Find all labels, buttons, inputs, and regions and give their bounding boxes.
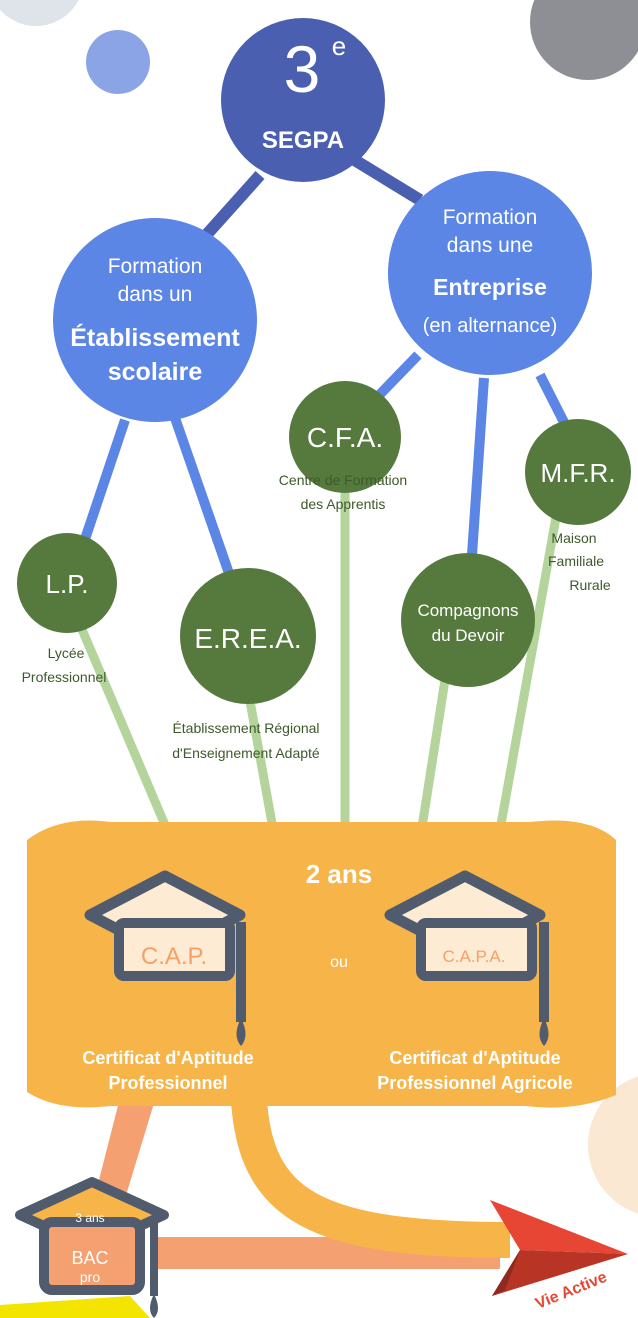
erea-abbr: E.R.E.A.: [194, 623, 301, 654]
capa-desc2: Professionnel Agricole: [377, 1073, 572, 1093]
capa-desc1: Certificat d'Aptitude: [389, 1048, 560, 1068]
lp-desc2: Professionnel: [22, 669, 107, 685]
company-line4: (en alternance): [423, 315, 558, 337]
connector-mfr-band: [495, 494, 565, 831]
connector-erea-band: [243, 689, 280, 841]
cfa-desc1: Centre de Formation: [279, 472, 407, 488]
compagnons-line2: du Devoir: [432, 626, 505, 645]
connector-lp-band: [73, 618, 170, 827]
mfr-desc1: Maison: [551, 530, 596, 546]
decor-circle-gray: [530, 0, 638, 80]
school-line3: Établissement: [70, 323, 240, 352]
mfr-abbr: M.F.R.: [540, 458, 615, 488]
capa-label: C.A.P.A.: [443, 947, 506, 966]
diploma-duration: 2 ans: [306, 859, 373, 889]
mfr-node: [525, 419, 631, 525]
cap-hat-icon: [84, 870, 246, 1046]
bac-line2: pro: [80, 1269, 100, 1285]
cap-label: C.A.P.: [141, 943, 207, 970]
decor-circle-top-left: [0, 0, 79, 26]
lp-desc1: Lycée: [48, 645, 85, 661]
arrow-diploma-to-work: [230, 1079, 511, 1258]
compagnons-node: [401, 553, 535, 687]
compagnons-line1: Compagnons: [417, 601, 518, 620]
connector-school-lp: [73, 418, 130, 562]
connector-company-compagnons: [467, 377, 489, 556]
school-line4: scolaire: [108, 358, 203, 386]
segpa-node: [221, 18, 385, 182]
company-line2: dans une: [447, 234, 533, 257]
school-training-node: [53, 218, 257, 422]
erea-node: [180, 568, 316, 704]
segpa-name: SEGPA: [262, 127, 344, 154]
cfa-abbr: C.F.A.: [307, 422, 383, 453]
bac-line1: BAC: [71, 1248, 108, 1268]
connector-compagnons-band: [415, 679, 450, 841]
school-line2: dans un: [118, 283, 193, 306]
segpa-level: 3: [284, 32, 321, 106]
connector-school-erea: [170, 416, 237, 584]
cfa-node: [289, 381, 401, 493]
company-line1: Formation: [443, 206, 538, 229]
bac-duration: 3 ans: [75, 1211, 104, 1225]
cfa-desc2: des Apprentis: [301, 496, 386, 512]
decor-circle-peach: [588, 1076, 638, 1214]
capa-hat-icon: [384, 870, 549, 1046]
cap-desc2: Professionnel: [108, 1073, 227, 1093]
cap-desc1: Certificat d'Aptitude: [82, 1048, 253, 1068]
company-line3: Entreprise: [433, 274, 547, 300]
erea-desc1: Établissement Régional: [172, 720, 319, 736]
school-line1: Formation: [108, 255, 203, 278]
bac-pro-hat-icon: [15, 1177, 169, 1318]
lp-abbr: L.P.: [46, 569, 89, 599]
diploma-or: ou: [330, 954, 348, 971]
mfr-desc3: Rurale: [569, 577, 610, 593]
decor-circle-blue: [86, 30, 150, 94]
paper-plane-icon: [490, 1200, 628, 1296]
company-training-node: [388, 171, 592, 375]
mfr-desc2: Familiale: [548, 553, 604, 569]
erea-desc2: d'Enseignement Adapté: [172, 745, 320, 761]
connector-top-school: [195, 170, 265, 247]
decor-yellow-shape: [0, 1296, 150, 1318]
segpa-level-sup: e: [332, 31, 346, 61]
lp-node: [17, 533, 117, 633]
